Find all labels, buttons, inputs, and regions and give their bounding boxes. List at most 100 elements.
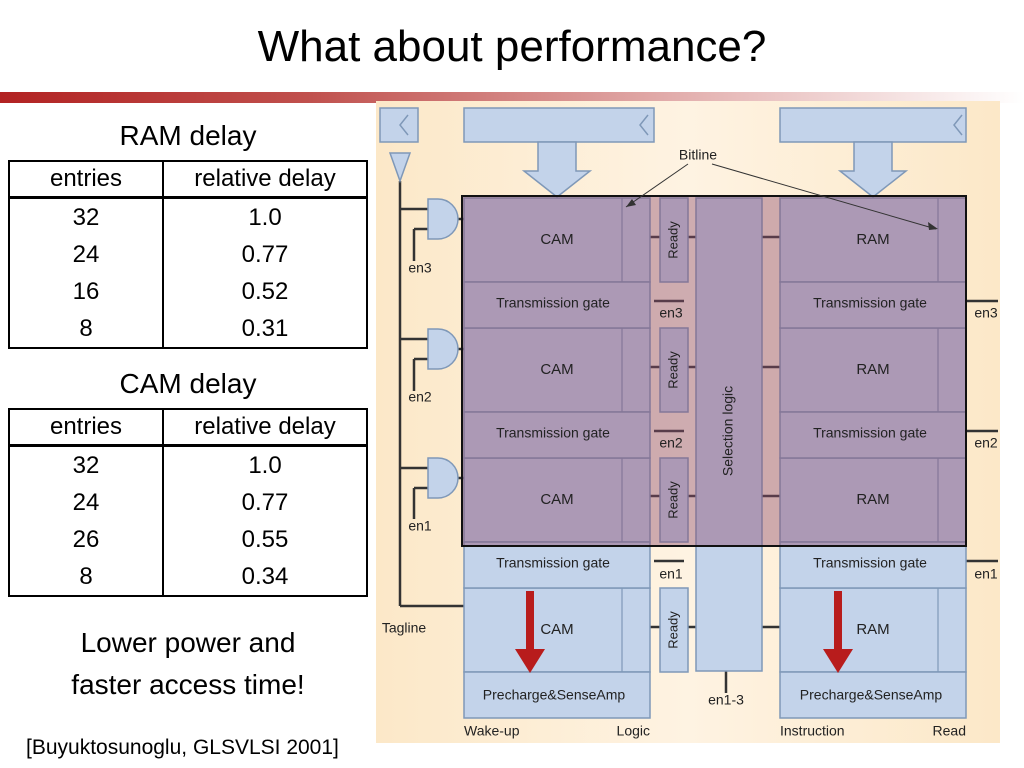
bitline-pointer [711, 163, 937, 230]
cam-delay-table: entries relative delay 32 1.0 24 0.77 26… [8, 408, 368, 597]
slide-title: What about performance? [257, 22, 767, 71]
entries-cell: 32 [9, 197, 164, 236]
and-gate [427, 328, 459, 370]
cam-array [463, 327, 651, 413]
and-gate [427, 198, 459, 240]
table-row: 32 1.0 [9, 197, 367, 236]
entries-cell: 24 [9, 484, 164, 521]
tagline-driver [388, 152, 412, 184]
precharge-label: Precharge&SenseAmp [800, 687, 943, 703]
delay-cell: 1.0 [248, 452, 282, 479]
logic-label: Logic [617, 723, 650, 739]
transmission-gate-label: Transmission gate [496, 555, 610, 571]
delay-cell: 0.77 [241, 489, 289, 516]
delay-cell: 1.0 [248, 204, 282, 231]
transmission-gate-cam [463, 281, 651, 329]
delay-cell: 0.55 [241, 526, 289, 553]
cam-label: CAM [540, 231, 573, 248]
transmission-gate-cam [463, 411, 651, 459]
ram-label: RAM [856, 361, 889, 378]
note-line: faster access time! [71, 669, 305, 700]
conclusion-note: Lower power and faster access time! [8, 622, 368, 706]
tagline-input-bus [379, 107, 419, 143]
transmission-gate-ram [779, 541, 967, 589]
cam-label: CAM [540, 361, 573, 378]
transmission-gate-label: Transmission gate [496, 425, 610, 441]
delay-cell: 0.77 [241, 241, 289, 268]
table-row: 24 0.77 [9, 484, 367, 521]
bus-chevron [399, 114, 409, 136]
selection-logic-label: Selection logic [720, 386, 736, 476]
en3-label: en3 [659, 305, 683, 321]
and-gate [427, 457, 459, 499]
selected-region-overlay [462, 196, 966, 546]
ram-array [779, 457, 967, 543]
column-header: relative delay [163, 409, 367, 447]
entries-cell: 32 [9, 445, 164, 484]
sense-arrow-head [823, 649, 853, 673]
entries-cell: 8 [9, 558, 164, 596]
blocks [379, 107, 967, 719]
sense-arrow-shaft [526, 591, 534, 653]
title-divider [0, 92, 1024, 103]
ram-label: RAM [856, 231, 889, 248]
cam-input-bus [463, 107, 655, 143]
bitline-arrowhead [928, 222, 938, 230]
en2-label: en2 [659, 435, 683, 451]
selected-region-frame [461, 195, 967, 547]
entries-cell: 24 [9, 236, 164, 273]
bitline-arrowhead [626, 199, 636, 207]
cam-array [463, 457, 651, 543]
precharge-ram [779, 671, 967, 719]
ready-box [659, 457, 689, 543]
selection-logic-block [695, 197, 763, 672]
table-row: 32 1.0 [9, 445, 367, 484]
ready-label: Ready [665, 221, 680, 259]
bus-chevron [953, 114, 963, 136]
delay-cell: 0.52 [241, 278, 289, 305]
cam-label: CAM [540, 491, 573, 508]
note-line: Lower power and [80, 627, 296, 658]
entries-cell: 16 [9, 273, 164, 310]
bitline-label: Bitline [679, 147, 717, 163]
delay-cell: 0.34 [241, 563, 289, 590]
cam-funnel-arrow [521, 141, 593, 198]
column-header: entries [9, 161, 164, 199]
cam-delay-caption: CAM delay [119, 368, 257, 399]
en1-label: en1 [659, 566, 683, 582]
ram-delay-caption: RAM delay [119, 120, 257, 151]
table-row: 26 0.55 [9, 521, 367, 558]
ram-funnel-arrow [837, 141, 909, 198]
tagline-label: Tagline [382, 620, 427, 636]
entries-cell: 8 [9, 310, 164, 348]
en3-label: en3 [974, 305, 998, 321]
read-label: Read [933, 723, 966, 739]
ram-input-bus [779, 107, 967, 143]
ready-box [659, 197, 689, 283]
en3-label: en3 [408, 260, 432, 276]
en2-label: en2 [974, 435, 998, 451]
table-row: 8 0.31 [9, 310, 367, 348]
transmission-gate-label: Transmission gate [496, 295, 610, 311]
table-row: 16 0.52 [9, 273, 367, 310]
transmission-gate-ram [779, 411, 967, 459]
bus-chevron [639, 114, 649, 136]
en2-label: en2 [408, 389, 432, 405]
ready-label: Ready [665, 481, 680, 519]
precharge-cam [463, 671, 651, 719]
citation: [Buyuktosunoglu, GLSVLSI 2001] [26, 736, 339, 759]
ready-box [659, 587, 689, 673]
en1-label: en1 [974, 566, 998, 582]
transmission-gate-label: Transmission gate [813, 425, 927, 441]
transmission-gate-cam [463, 541, 651, 589]
bitline-pointer [625, 163, 689, 208]
cam-label: CAM [540, 621, 573, 638]
table-header-row: entries relative delay [9, 409, 367, 447]
table-row: 24 0.77 [9, 236, 367, 273]
ram-delay-table: entries relative delay 32 1.0 24 0.77 16… [8, 160, 368, 349]
ready-label: Ready [665, 351, 680, 389]
sense-arrow-shaft [834, 591, 842, 653]
en1-label: en1 [408, 518, 432, 534]
